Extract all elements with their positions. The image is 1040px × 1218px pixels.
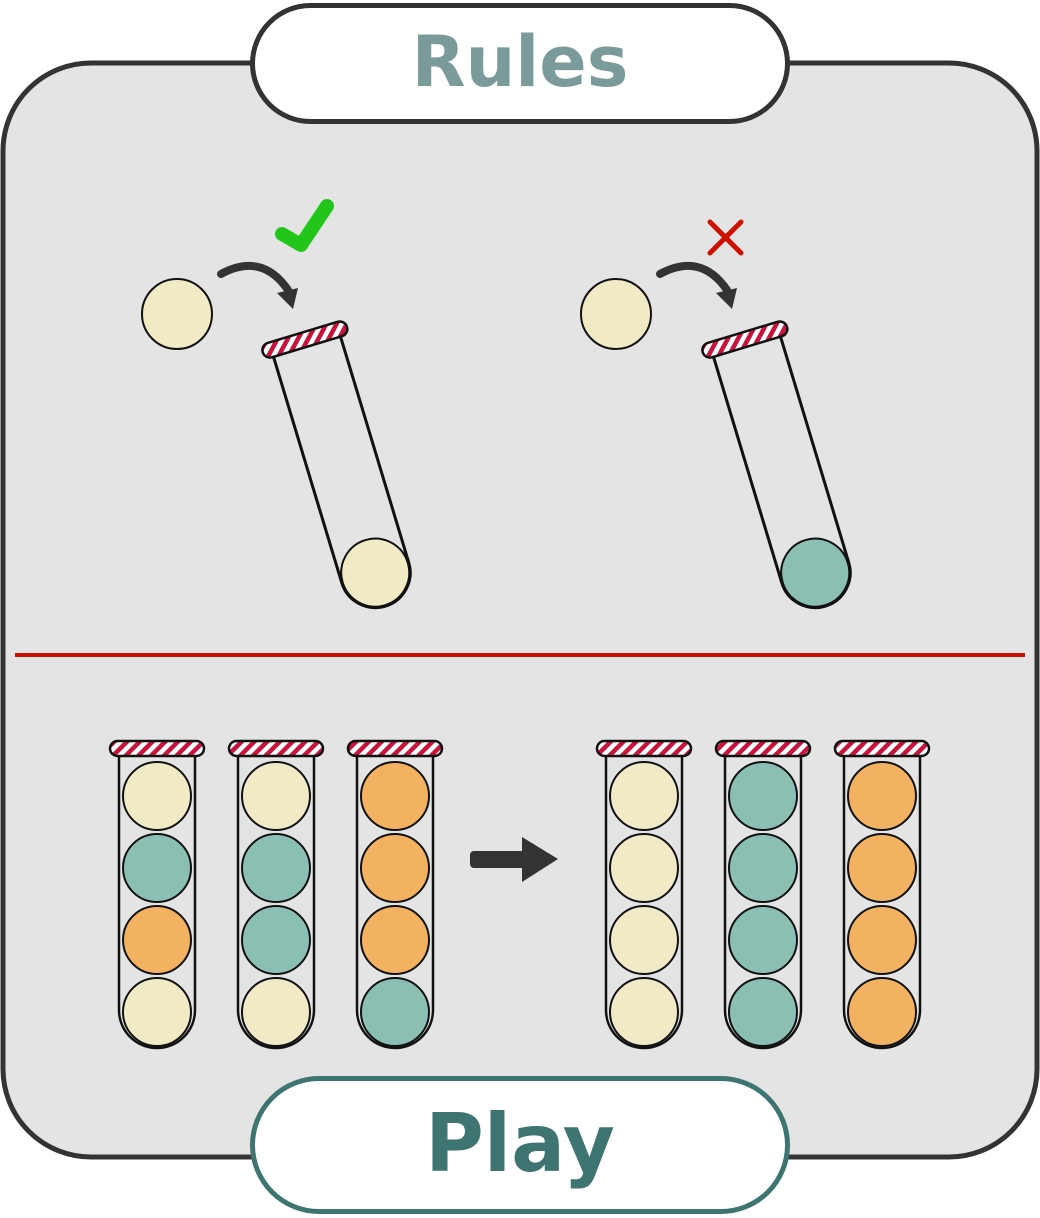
curved-arrow-head — [277, 288, 298, 309]
tube — [346, 739, 444, 1050]
play-button[interactable]: Play — [250, 1076, 790, 1214]
ball-teal — [241, 833, 311, 903]
tilted-tube — [261, 320, 412, 610]
ball-cream — [122, 761, 192, 831]
tube-body — [842, 752, 922, 1050]
rule-not-allowed — [580, 219, 852, 610]
ball-cream — [609, 761, 679, 831]
tube — [595, 739, 693, 1050]
tube-cap — [701, 320, 789, 359]
ball-teal — [728, 761, 798, 831]
tube-cap — [833, 739, 931, 758]
ball-teal — [728, 905, 798, 975]
tubes-after — [595, 739, 931, 1050]
play-button-label: Play — [425, 1096, 615, 1190]
ball-teal — [360, 977, 430, 1047]
tube-cap — [714, 739, 812, 758]
loose-ball — [141, 278, 213, 350]
ball-teal — [728, 977, 798, 1047]
arrow-right-icon — [470, 837, 558, 882]
ball-teal — [728, 833, 798, 903]
loose-ball — [580, 278, 652, 350]
ball-orange — [847, 833, 917, 903]
tube-body — [355, 752, 435, 1050]
ball-orange — [847, 761, 917, 831]
ball-cream — [122, 977, 192, 1047]
cross-icon — [707, 219, 744, 256]
tube-body — [236, 752, 316, 1050]
tube-body — [604, 752, 684, 1050]
ball-cream — [609, 905, 679, 975]
tube-body — [723, 752, 803, 1050]
curved-arrow-icon — [656, 262, 731, 294]
ball-teal — [122, 833, 192, 903]
checkmark-icon — [275, 199, 334, 252]
ball-orange — [360, 905, 430, 975]
ball-teal — [241, 905, 311, 975]
ball-orange — [847, 977, 917, 1047]
tube-cap — [261, 320, 349, 359]
tilted-tube — [701, 320, 852, 610]
tube-body — [117, 752, 197, 1050]
tube-cap — [346, 739, 444, 758]
ball-orange — [360, 833, 430, 903]
tube — [714, 739, 812, 1050]
tube — [108, 739, 206, 1050]
ball-cream — [609, 977, 679, 1047]
tube-cap — [595, 739, 693, 758]
ball-cream — [241, 761, 311, 831]
title-banner: Rules — [250, 3, 790, 124]
tube — [227, 739, 325, 1050]
curved-arrow-icon — [217, 262, 292, 294]
tubes-before — [108, 739, 444, 1050]
curved-arrow-head — [716, 288, 737, 309]
ball-orange — [847, 905, 917, 975]
tube-ball — [780, 537, 851, 608]
tube-cap — [108, 739, 206, 758]
ball-cream — [609, 833, 679, 903]
ball-orange — [360, 761, 430, 831]
ball-cream — [241, 977, 311, 1047]
tube-ball — [340, 537, 411, 608]
page-title: Rules — [411, 20, 629, 103]
rule-allowed — [141, 199, 412, 610]
tube-cap — [227, 739, 325, 758]
tube — [833, 739, 931, 1050]
ball-orange — [122, 905, 192, 975]
